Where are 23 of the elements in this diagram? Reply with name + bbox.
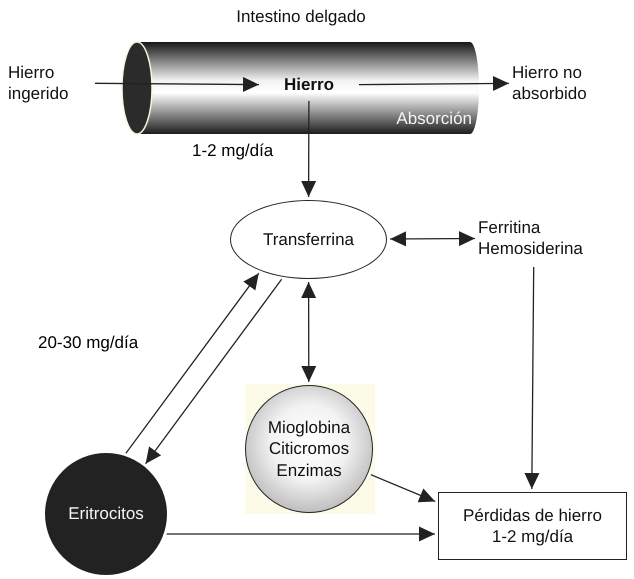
arrow: [301, 282, 316, 382]
text-label: Hierro: [262, 72, 356, 98]
node-label: Pérdidas de hierro 1-2 mg/día: [462, 504, 603, 548]
process-box: [438, 492, 627, 560]
arrow: [370, 474, 436, 502]
heading: Intestino delgado: [235, 6, 367, 28]
arrow: [524, 267, 540, 489]
arrow: [301, 101, 316, 197]
edge-label: 20-30 mg/día: [36, 333, 140, 353]
node-label: Eritrocitos: [68, 503, 144, 525]
text-label: Hierro no absorbido: [512, 60, 622, 106]
node-label: Mioglobina Citicromos Enzimas: [266, 417, 352, 481]
arrow: [359, 76, 509, 92]
arrow: [125, 272, 260, 454]
text-label: Hierro ingerido: [8, 60, 92, 106]
text-label: Ferritina Hemosiderina: [478, 212, 618, 264]
node-label: Transferrina: [262, 228, 354, 250]
arrow: [166, 526, 435, 542]
region-label: Absorción: [396, 108, 472, 130]
edge-label: 1-2 mg/día: [190, 141, 276, 161]
arrow: [390, 231, 475, 246]
arrow: [95, 76, 259, 92]
arrow: [145, 278, 282, 464]
